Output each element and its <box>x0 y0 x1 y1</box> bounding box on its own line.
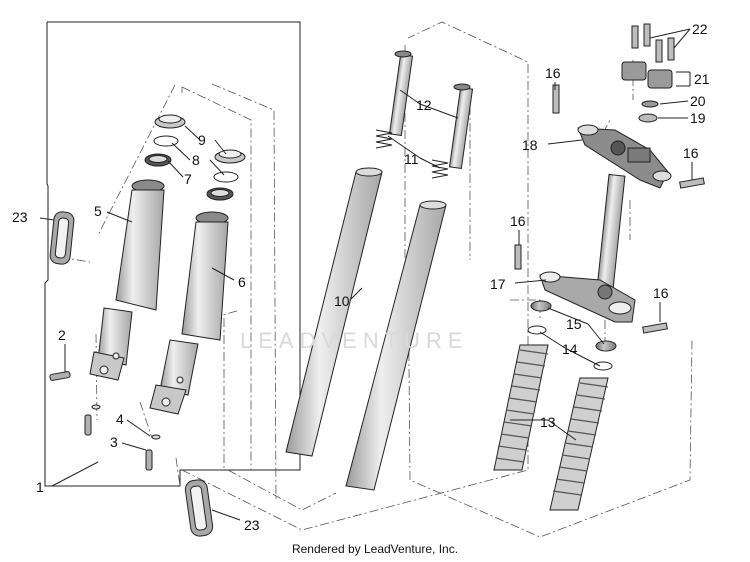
callout-16-left-lower: 16 <box>510 213 526 229</box>
assembly-frame <box>44 21 301 487</box>
parts-14-15-caps <box>527 300 617 371</box>
callout-23-left: 23 <box>12 209 28 225</box>
part-18-upper-triple-clamp <box>577 124 672 189</box>
callout-6: 6 <box>238 274 246 290</box>
callout-16-right-lower: 16 <box>653 285 669 301</box>
callout-5: 5 <box>94 203 102 219</box>
callout-22: 22 <box>692 21 708 37</box>
callout-16-top: 16 <box>545 65 561 81</box>
callout-9: 9 <box>198 132 206 148</box>
part-17-lower-triple-clamp <box>539 173 636 323</box>
callout-11: 11 <box>404 151 419 167</box>
part-16-bolts <box>514 84 705 334</box>
callout-14: 14 <box>562 341 578 357</box>
watermark-text: LEADVENTURE <box>240 328 469 353</box>
callout-8: 8 <box>192 152 200 168</box>
parts-19-22-upper-hardware <box>621 23 675 123</box>
parts-2-3-4-hardware <box>49 371 161 471</box>
part-6-right-fork-leg <box>149 211 229 415</box>
callout-16-right-upper: 16 <box>683 145 699 161</box>
callout-23-bottom: 23 <box>244 517 260 533</box>
callout-21: 21 <box>694 71 710 87</box>
callout-10: 10 <box>334 293 350 309</box>
callout-12: 12 <box>416 97 432 113</box>
callout-4: 4 <box>116 411 124 427</box>
callout-7: 7 <box>184 171 192 187</box>
part-23-bottom-guard <box>184 479 214 537</box>
parts-11-12-damper-rods <box>375 50 474 179</box>
construction-lines <box>59 21 693 538</box>
callout-13: 13 <box>540 414 556 430</box>
callout-20: 20 <box>690 93 706 109</box>
callout-17: 17 <box>490 276 506 292</box>
callout-labels: 1 2 3 4 5 6 7 8 9 10 11 12 13 14 15 16 1… <box>12 21 710 533</box>
part-10-inner-tubes <box>285 167 447 491</box>
part-13-fork-springs <box>493 344 609 511</box>
callout-18: 18 <box>522 137 538 153</box>
callout-15: 15 <box>566 316 582 332</box>
leader-lines <box>39 28 693 521</box>
callout-3: 3 <box>110 434 118 450</box>
callout-1: 1 <box>36 479 44 495</box>
callout-2: 2 <box>58 327 66 343</box>
footer-credit: Rendered by LeadVenture, Inc. <box>291 542 459 556</box>
part-23-top-guard <box>49 211 75 265</box>
callout-19: 19 <box>690 110 706 126</box>
parts-7-8-9-seals <box>144 114 246 201</box>
